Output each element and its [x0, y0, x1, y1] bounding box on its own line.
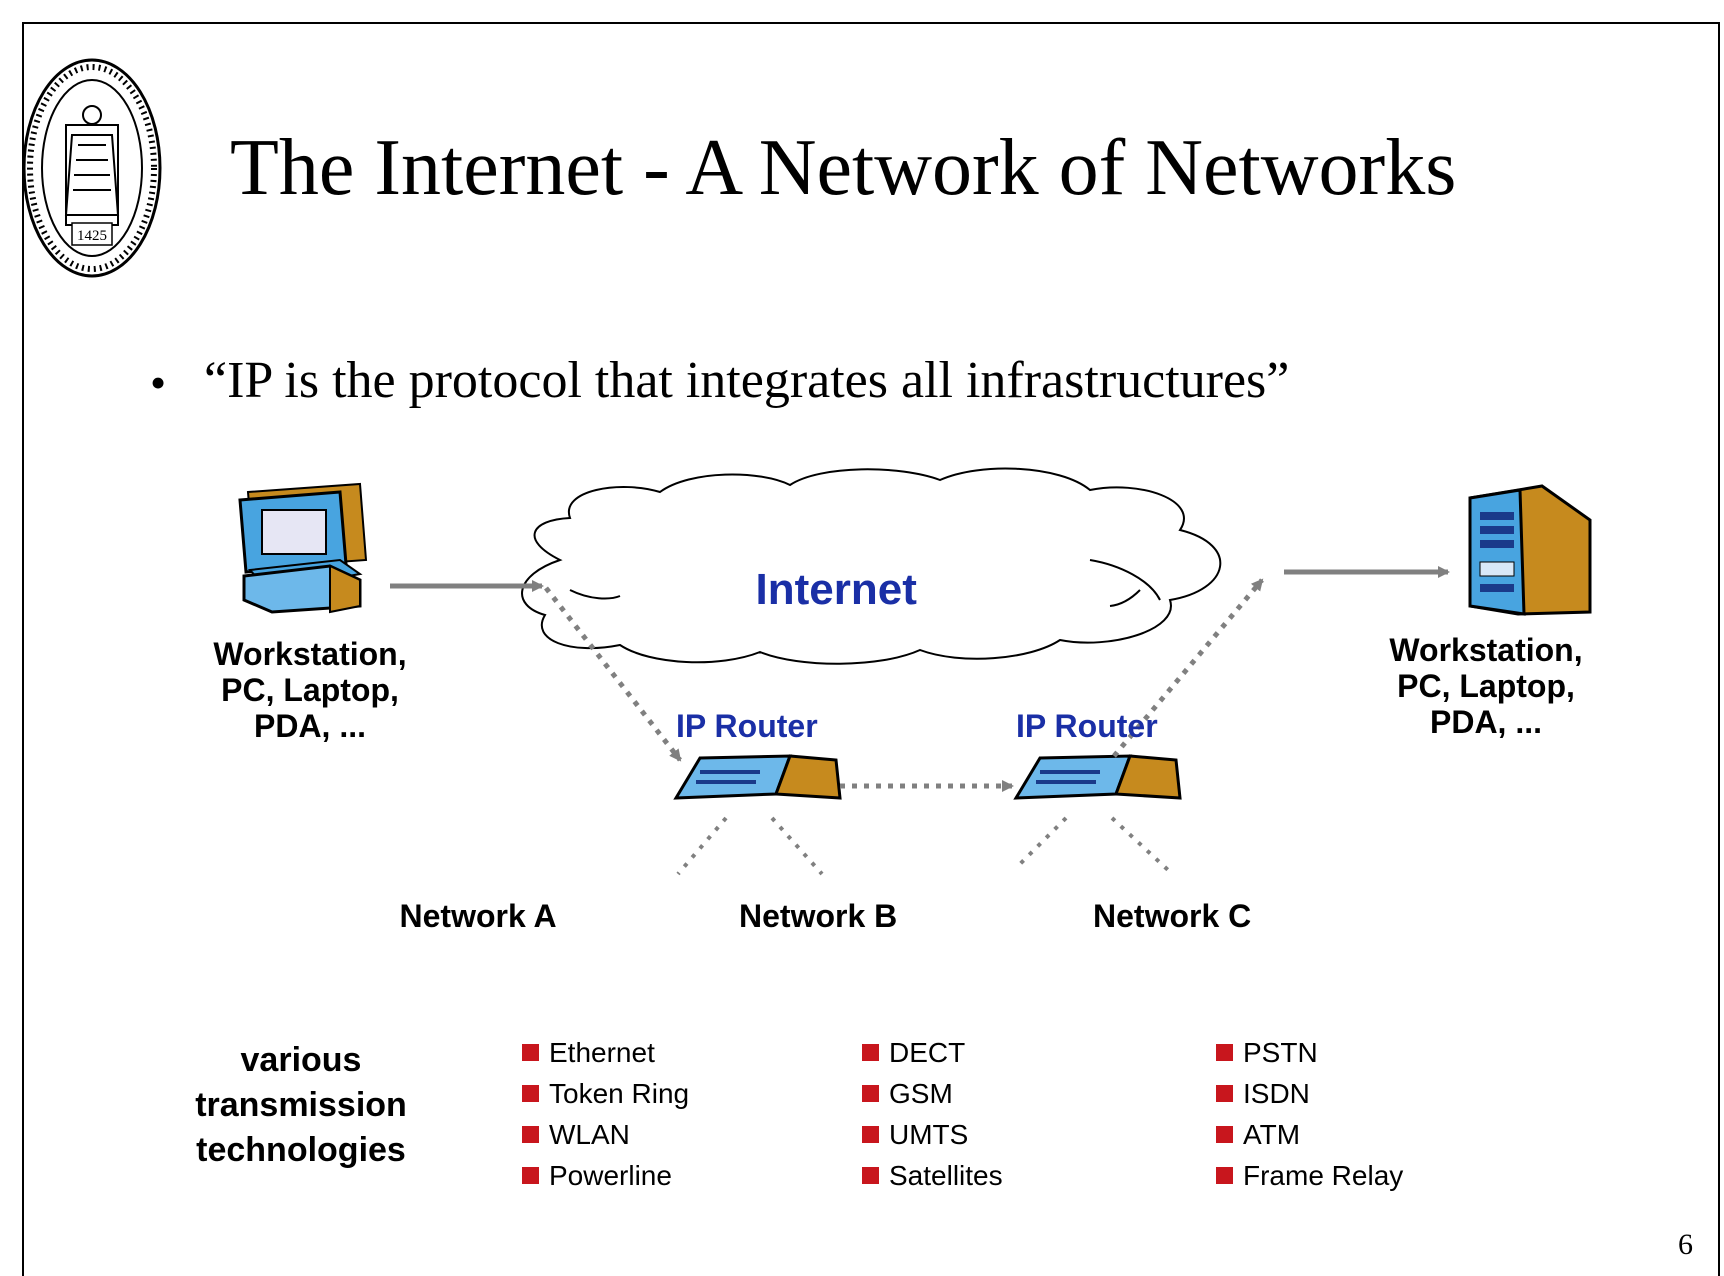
list-item-label: PSTN	[1243, 1037, 1318, 1068]
list-item-label: Token Ring	[549, 1078, 690, 1109]
router-right-leg-c	[1110, 816, 1170, 872]
right-host-line-1: Workstation,	[1389, 632, 1583, 668]
bullet-square	[1216, 1085, 1233, 1102]
bullet-square	[522, 1085, 539, 1102]
left-host-line-3: PDA, ...	[253, 708, 366, 744]
router-left-leg-b	[770, 816, 824, 876]
right-host-label: Workstation, PC, Laptop, PDA, ...	[1366, 632, 1606, 740]
list-item: Powerline	[522, 1155, 689, 1196]
tech-list-network-b: DECT GSM UMTS Satellites	[862, 1032, 1003, 1196]
bullet-square	[862, 1126, 879, 1143]
list-item: Frame Relay	[1216, 1155, 1403, 1196]
page-number: 6	[1678, 1228, 1693, 1261]
tech-list-network-a: Ethernet Token Ring WLAN Powerline	[522, 1032, 689, 1196]
bullet-square	[862, 1044, 879, 1061]
list-item-label: Satellites	[889, 1160, 1003, 1191]
workstation-left-icon	[238, 482, 368, 614]
bullet-square	[1216, 1126, 1233, 1143]
ip-router-left-icon	[673, 754, 842, 800]
slide-title: The Internet - A Network of Networks	[230, 124, 1457, 212]
bullet-dot: •	[150, 357, 167, 408]
list-item-label: Frame Relay	[1243, 1160, 1404, 1191]
bullet-square	[862, 1167, 879, 1184]
technologies-heading-line-1: various	[240, 1041, 362, 1079]
bullet-square	[522, 1044, 539, 1061]
university-seal-logo: 1425	[22, 58, 162, 278]
technologies-heading: various transmission technologies	[170, 1038, 432, 1173]
list-item-label: Powerline	[549, 1160, 672, 1191]
ip-router-right-icon	[1013, 754, 1182, 800]
list-item: ISDN	[1216, 1073, 1403, 1114]
network-b-label: Network B	[739, 898, 898, 934]
dotted-arrow-router-to-internet	[1112, 578, 1264, 758]
left-host-label: Workstation, PC, Laptop, PDA, ...	[190, 636, 430, 744]
technologies-heading-line-2: transmission	[195, 1086, 407, 1124]
server-right-icon	[1468, 484, 1592, 616]
list-item-label: UMTS	[889, 1119, 969, 1150]
internet-cloud	[521, 467, 1222, 665]
internet-label: Internet	[755, 565, 917, 614]
network-a-label: Network A	[399, 898, 557, 934]
list-item-label: ISDN	[1243, 1078, 1310, 1109]
right-host-line-2: PC, Laptop,	[1397, 668, 1575, 704]
left-host-line-2: PC, Laptop,	[221, 672, 399, 708]
bullet-square	[1216, 1044, 1233, 1061]
tech-list-network-c: PSTN ISDN ATM Frame Relay	[1216, 1032, 1403, 1196]
list-item: ATM	[1216, 1114, 1403, 1155]
list-item-label: Ethernet	[549, 1037, 655, 1068]
right-host-line-3: PDA, ...	[1429, 704, 1542, 740]
list-item-label: GSM	[889, 1078, 953, 1109]
router-left-leg-a	[676, 816, 728, 876]
bullet-square	[522, 1126, 539, 1143]
list-item: WLAN	[522, 1114, 689, 1155]
list-item: GSM	[862, 1073, 1003, 1114]
bullet-square	[862, 1085, 879, 1102]
list-item: PSTN	[1216, 1032, 1403, 1073]
network-c-label: Network C	[1093, 898, 1252, 934]
technologies-heading-line-3: technologies	[196, 1131, 406, 1169]
svg-text:1425: 1425	[77, 228, 107, 244]
slide-frame	[22, 22, 1720, 1276]
router-right-leg-b	[1014, 816, 1068, 870]
bullet-text: “IP is the protocol that integrates all …	[204, 352, 1290, 409]
list-item-label: DECT	[889, 1037, 966, 1068]
router-right-label: IP Router	[1016, 708, 1158, 744]
list-item: Ethernet	[522, 1032, 689, 1073]
router-left-label: IP Router	[676, 708, 818, 744]
bullet-square	[522, 1167, 539, 1184]
list-item: Token Ring	[522, 1073, 689, 1114]
list-item: DECT	[862, 1032, 1003, 1073]
bullet-square	[1216, 1167, 1233, 1184]
list-item: UMTS	[862, 1114, 1003, 1155]
list-item: Satellites	[862, 1155, 1003, 1196]
dotted-arrow-internet-to-router	[544, 586, 682, 762]
left-host-line-1: Workstation,	[213, 636, 407, 672]
list-item-label: WLAN	[549, 1119, 630, 1150]
list-item-label: ATM	[1243, 1119, 1301, 1150]
